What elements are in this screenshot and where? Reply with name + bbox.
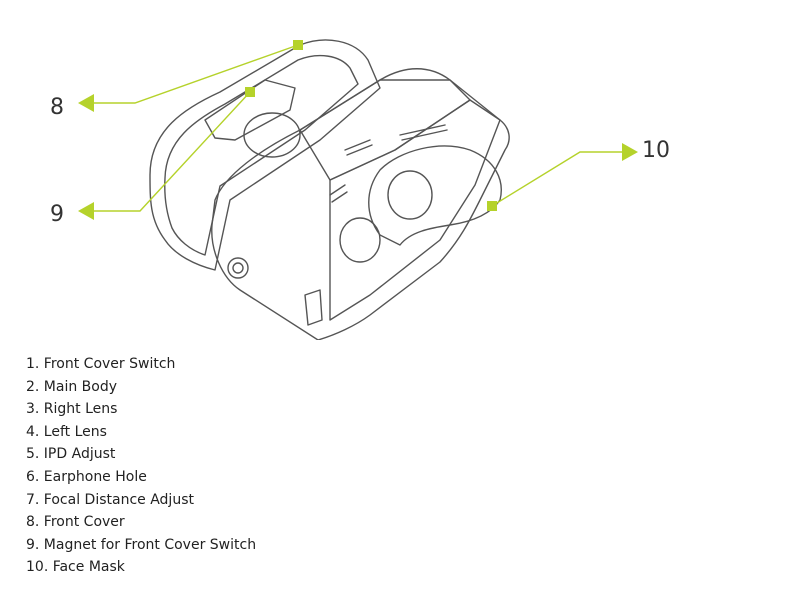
part-item: 9. Magnet for Front Cover Switch [26,536,257,553]
adjust-knob [227,257,249,279]
callout-marker-8 [293,40,303,50]
part-item: 10. Face Mask [26,559,125,576]
part-item: 5. IPD Adjust [26,446,116,463]
parts-list: 1. Front Cover Switch 2. Main Body 3. Ri… [26,353,256,579]
cover-frame [204,79,296,141]
callout-line-10 [491,151,625,207]
part-item: 3. Right Lens [26,401,118,418]
front-cover-outline [149,39,381,271]
callout-marker-10 [487,201,497,211]
callout-arrow-8 [78,94,94,112]
main-body-outline [211,68,510,340]
callout-line-8 [90,44,299,104]
face-lens [387,170,433,220]
callout-number-9: 9 [50,202,64,227]
callout-arrow-10 [622,143,638,161]
face-mask-outline [368,145,502,246]
face-lens-right [339,217,381,263]
lens [243,112,301,158]
callout-number-8: 8 [50,95,64,120]
callout-number-10: 10 [642,138,670,163]
callout-arrow-9 [78,202,94,220]
part-item: 4. Left Lens [26,423,107,440]
part-item: 1. Front Cover Switch [26,356,176,372]
part-item: 7. Focal Distance Adjust [26,491,194,508]
callout-marker-9 [245,87,255,97]
front-cover-inner [164,54,359,256]
vr-headset-diagram [78,39,638,340]
callout-line-9 [90,91,251,212]
part-item: 6. Earphone Hole [26,468,147,485]
main-body-side [329,99,501,321]
part-item: 2. Main Body [26,378,118,395]
part-item: 8. Front Cover [26,514,125,531]
